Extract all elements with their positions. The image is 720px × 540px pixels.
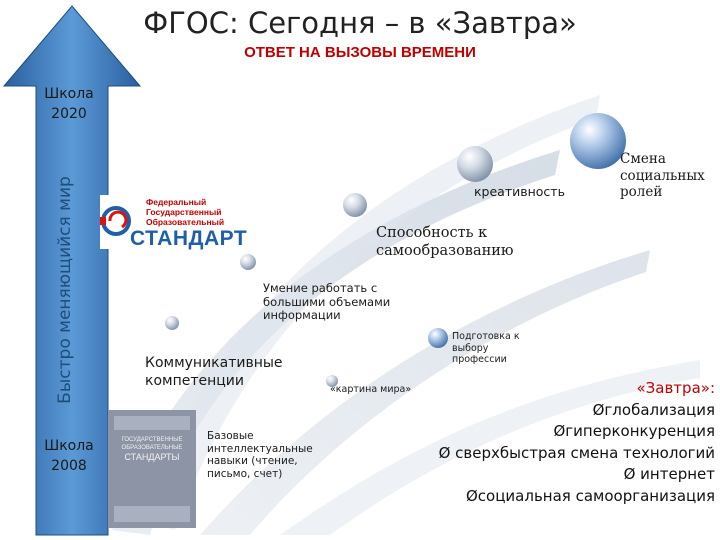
tomorrow-item: Ø интернет <box>380 464 715 486</box>
node-profession: Подготовка к выбору профессии <box>452 331 520 365</box>
tomorrow-list: «Завтра»: Øглобализация Øгиперконкуренци… <box>380 378 715 507</box>
vertical-arrow-label: Быстро меняющийся мир <box>44 120 86 460</box>
book-cover-text: ГОСУДАРСТВЕННЫЕ ОБРАЗОВАТЕЛЬНЫЕ СТАНДАРТ… <box>112 436 192 463</box>
logo-word: СТАНДАРТ <box>130 227 248 250</box>
logo-line-1: Федеральный <box>146 197 207 207</box>
node-self-education: Способность к самообразованию <box>376 225 514 259</box>
tomorrow-item-text: гиперконкуренция <box>565 422 715 440</box>
sphere-4 <box>343 193 367 217</box>
bullet-icon: Ø <box>623 465 636 483</box>
node-creativity: креативность <box>474 184 565 199</box>
school-2020-label: Школа 2020 <box>44 86 94 122</box>
bullet-icon: Ø <box>465 486 478 505</box>
school-2008-label: Школа 2008 <box>44 438 94 474</box>
standard-emblem-icon <box>100 206 131 236</box>
tomorrow-item: Øглобализация <box>380 400 715 422</box>
vertical-arrow <box>2 5 142 536</box>
tomorrow-item-text: глобализация <box>604 400 715 419</box>
node-basic-skills: Базовые интеллектуальные навыки (чтение,… <box>207 430 313 480</box>
tomorrow-item: Øсоциальная самоорганизация <box>380 486 715 508</box>
bullet-icon: Ø <box>553 422 566 440</box>
logo-line-2: Государственный <box>146 207 222 217</box>
book-line-1: ГОСУДАРСТВЕННЫЕ <box>121 437 183 443</box>
page-subtitle: ОТВЕТ НА ВЫЗОВЫ ВРЕМЕНИ <box>244 44 476 61</box>
sphere-6 <box>570 113 626 169</box>
tomorrow-item: Ø сверхбыстрая смена технологий <box>380 443 715 465</box>
tomorrow-item: Øгиперконкуренция <box>380 421 715 443</box>
sphere-3 <box>240 254 256 270</box>
node-social-roles: Смена социальных ролей <box>620 151 705 200</box>
sphere-7 <box>428 328 448 348</box>
book-cover-image: ГОСУДАРСТВЕННЫЕ ОБРАЗОВАТЕЛЬНЫЕ СТАНДАРТ… <box>108 410 196 528</box>
node-world-picture: «картина мира» <box>330 384 412 395</box>
logo-caption: Федеральный Государственный Образователь… <box>146 197 224 227</box>
vertical-arrow-text: Быстро меняющийся мир <box>55 176 75 404</box>
bullet-icon: Ø <box>438 443 451 462</box>
fgos-standard-logo: Федеральный Государственный Образователь… <box>100 195 260 250</box>
book-line-3: СТАНДАРТЫ <box>124 452 180 462</box>
book-line-2: ОБРАЗОВАТЕЛЬНЫЕ <box>121 445 183 451</box>
book-cover-illustration <box>108 410 196 528</box>
node-communicative: Коммуникативные компетенции <box>145 355 283 389</box>
logo-line-3: Образовательный <box>146 217 225 227</box>
sphere-8 <box>326 375 338 387</box>
page-title: ФГОС: Сегодня – в «Завтра» <box>143 6 577 40</box>
bullet-icon: Ø <box>592 400 605 419</box>
node-big-data: Умение работать с большими объемами инфо… <box>263 281 391 322</box>
tomorrow-item-text: интернет <box>640 465 715 483</box>
tomorrow-item-text: социальная самоорганизация <box>477 486 715 505</box>
sphere-2 <box>165 316 179 330</box>
tomorrow-title: «Завтра»: <box>636 379 715 397</box>
tomorrow-item-text: сверхбыстрая смена технологий <box>455 443 715 462</box>
sphere-5 <box>457 146 493 182</box>
